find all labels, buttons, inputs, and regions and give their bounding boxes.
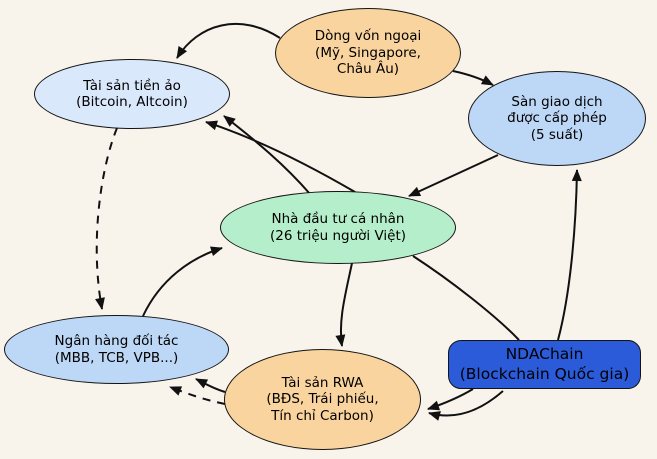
- edge-rwa-to-banks-solid: [195, 378, 226, 393]
- node-label-line: Ngân hàng đối tác: [54, 333, 179, 350]
- edge-ndachain-to-rwa-2: [428, 390, 504, 421]
- node-label-line: (26 triệu người Việt): [269, 227, 407, 244]
- edge-ndachain-to-exchange: [557, 169, 582, 341]
- node-label-line: (BĐS, Trái phiếu,: [266, 391, 379, 408]
- node-rwa-assets: Tài sản RWA (BĐS, Trái phiếu, Tín chỉ Ca…: [224, 349, 421, 450]
- edge-investors-to-crypto-2: [205, 120, 356, 193]
- edge-foreign-to-crypto: [176, 23, 281, 59]
- edge-crypto-to-banks-dashed: [95, 127, 118, 310]
- node-partner-banks: Ngân hàng đối tác (MBB, TCB, VPB...): [4, 315, 229, 384]
- edge-exchange-to-investors: [408, 154, 499, 197]
- node-label-line: (MBB, TCB, VPB...): [54, 349, 179, 366]
- node-label-line: Tài sản tiền ảo: [83, 77, 181, 94]
- node-label-line: NDAChain: [505, 345, 584, 364]
- node-label-line: được cấp phép: [507, 110, 607, 127]
- node-ndachain: NDAChain (Blockchain Quốc gia): [448, 340, 641, 389]
- edge-banks-to-investors: [142, 246, 223, 317]
- node-label-line: (5 suất): [530, 126, 584, 143]
- edge-foreign-to-exchange: [452, 70, 494, 86]
- edge-investors-to-ndachain: [412, 255, 520, 341]
- node-retail-investors: Nhà đầu tư cá nhân (26 triệu người Việt): [220, 191, 456, 264]
- edge-investors-to-crypto-1: [223, 115, 311, 195]
- edge-rwa-to-banks-dashed: [169, 386, 226, 405]
- node-label-line: (Bitcoin, Altcoin): [76, 94, 188, 110]
- node-label-line: Dòng vốn ngoại: [314, 28, 422, 45]
- node-label-line: Tín chỉ Carbon): [271, 407, 374, 424]
- node-label-line: (Mỹ, Singapore,: [315, 44, 421, 61]
- node-licensed-exchange: Sàn giao dịch được cấp phép (5 suất): [468, 71, 646, 166]
- node-label-line: (Blockchain Quốc gia): [459, 364, 630, 383]
- edge-ndachain-to-rwa-1: [427, 388, 474, 411]
- edge-investors-to-rwa: [335, 262, 353, 347]
- node-crypto-assets: Tài sản tiền ảo (Bitcoin, Altcoin): [34, 59, 230, 129]
- node-label-line: Sàn giao dịch: [511, 93, 603, 110]
- node-label-line: Nhà đầu tư cá nhân: [271, 211, 405, 228]
- node-foreign-capital: Dòng vốn ngoại (Mỹ, Singapore, Châu Âu): [275, 8, 461, 98]
- node-label-line: Châu Âu): [336, 61, 400, 78]
- node-label-line: Tài sản RWA: [281, 374, 364, 391]
